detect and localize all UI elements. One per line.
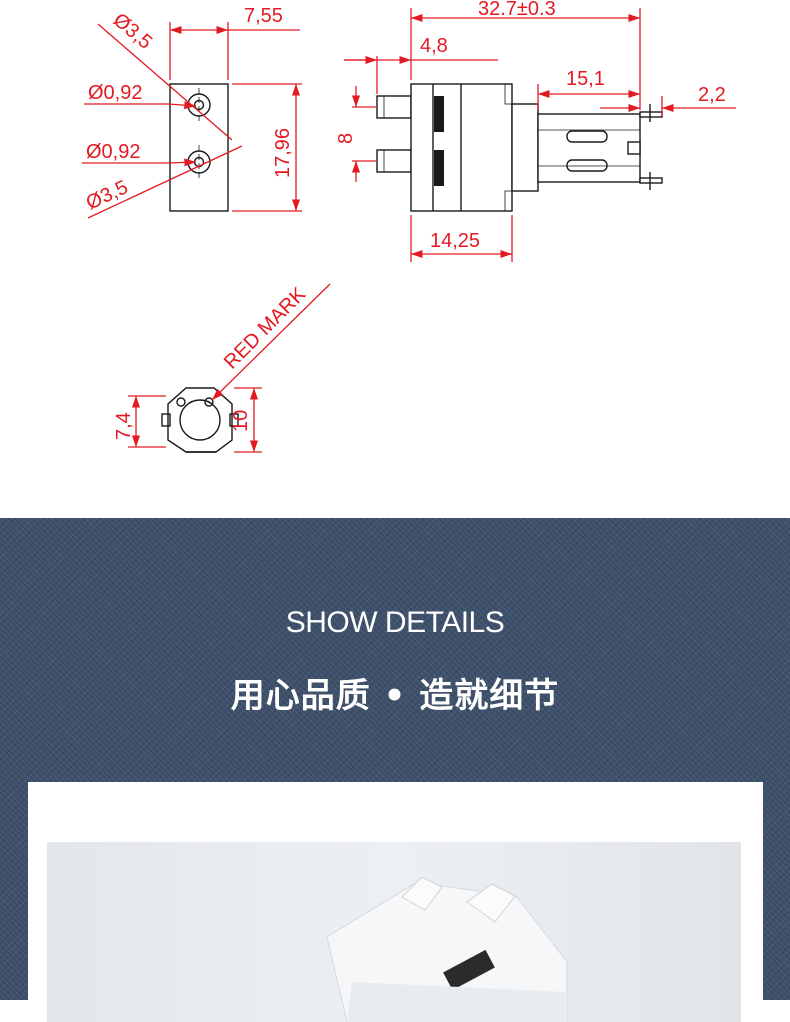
pin-length-label: 2,2	[698, 84, 726, 106]
overall-length-label: 32.7±0.3	[478, 0, 556, 20]
nozzle-spacing-label: 8	[335, 133, 357, 144]
body-width-label: 14,25	[430, 230, 480, 252]
side-view-motor-slot-top	[566, 130, 608, 143]
side-view-nozzle-top	[376, 95, 412, 119]
side-view-nozzle-bottom	[376, 149, 412, 173]
front-hole-dia-top-label: Ø0,92	[88, 82, 142, 104]
front-view: 7,55 17,96 Ø3,5 Ø0,92 Ø0,92 Ø3,5	[82, 5, 302, 219]
side-view: 32.7±0.3 4,8 15,1 2,2 8	[335, 0, 736, 262]
front-height-label: 17,96	[272, 128, 294, 178]
side-view-pin-top	[639, 111, 663, 118]
product-photo	[47, 842, 741, 1022]
end-width-large-label: 10	[230, 410, 252, 432]
front-width-label: 7,55	[244, 5, 283, 27]
end-view: RED MARK 7,4 10	[113, 283, 331, 453]
side-view-motor-slot-bottom	[566, 159, 608, 172]
end-view-outline	[167, 387, 233, 453]
nozzle-length-label: 4,8	[420, 35, 448, 57]
front-hole-dia-bottom-label: Ø0,92	[86, 141, 140, 163]
side-view-motor	[537, 113, 641, 183]
motor-length-label: 15,1	[566, 68, 605, 90]
end-width-small-label: 7,4	[113, 412, 135, 440]
show-details-subtitle: 用心品质 • 造就细节	[230, 676, 560, 716]
side-view-motor-collar	[511, 103, 539, 192]
product-photo-illustration	[326, 876, 568, 1022]
show-details-section: SHOW DETAILS 用心品质 • 造就细节	[0, 518, 790, 1022]
side-view-pin-bottom	[639, 177, 663, 184]
technical-drawing: 7,55 17,96 Ø3,5 Ø0,92 Ø0,92 Ø3,5	[82, 0, 736, 453]
product-photo-card	[28, 782, 763, 1022]
red-mark-label: RED MARK	[220, 283, 311, 374]
technical-drawing-svg: 7,55 17,96 Ø3,5 Ø0,92 Ø0,92 Ø3,5	[82, 0, 736, 453]
show-details-title: SHOW DETAILS	[285, 606, 505, 639]
front-outer-dia-top-label: Ø3,5	[109, 9, 156, 54]
end-view-center-ring	[179, 399, 221, 441]
